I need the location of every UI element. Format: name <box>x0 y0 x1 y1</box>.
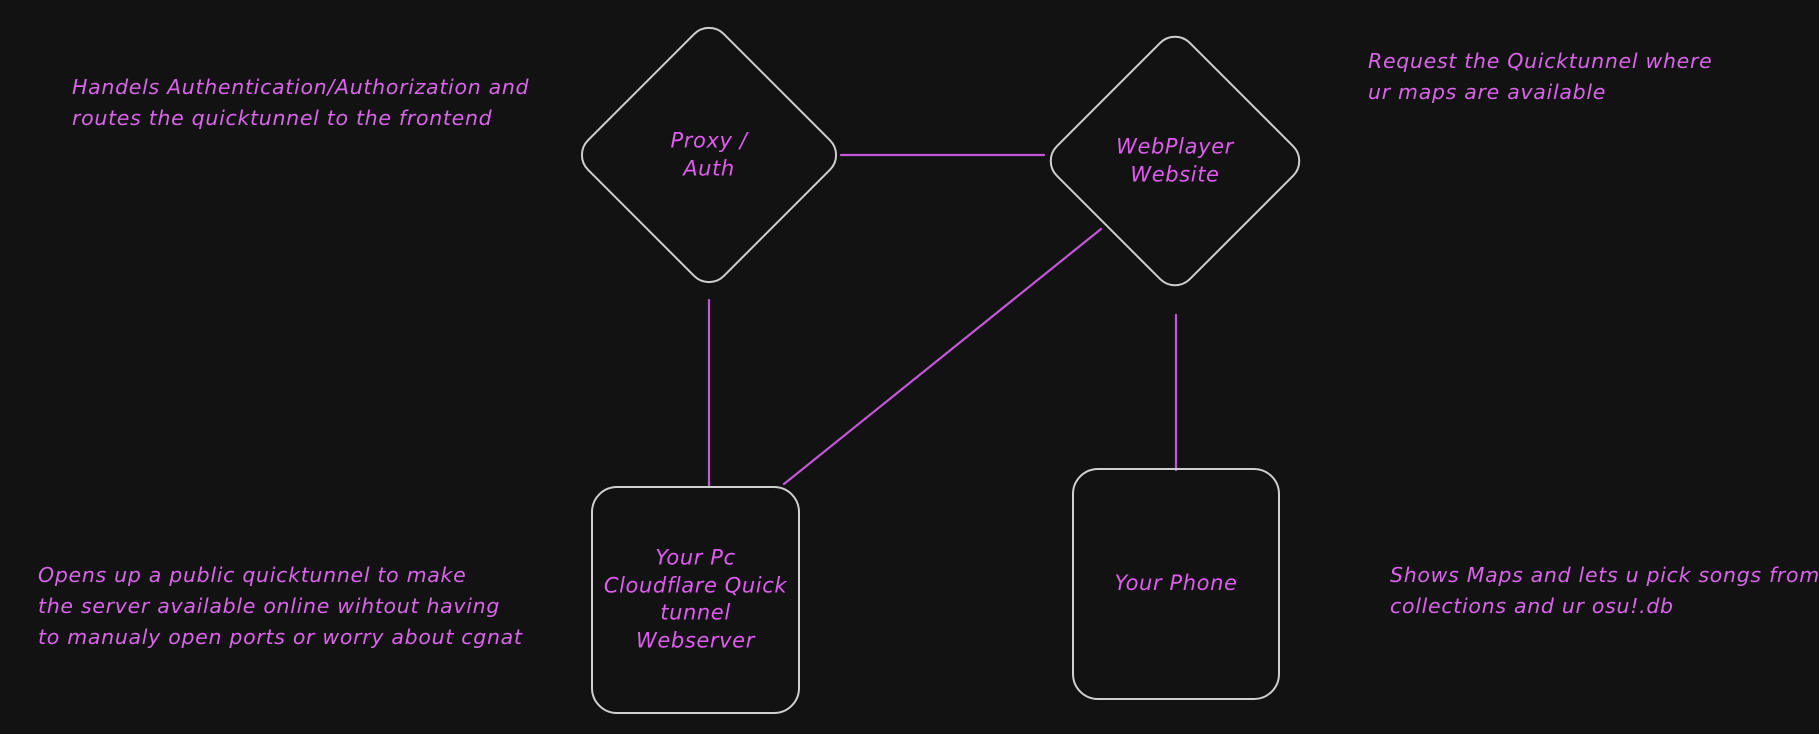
node-your-phone[interactable]: Your Phone <box>1072 468 1280 700</box>
node-your-pc-label: Your Pc Cloudflare Quick tunnel Webserve… <box>603 545 788 653</box>
edge-webplayer-to-pc <box>782 227 1103 486</box>
annotation-your-pc-note: Opens up a public quicktunnel to make th… <box>38 563 523 650</box>
node-webplayer-website-label-wrap: WebPlayer Website <box>1080 66 1270 256</box>
annotation-webplayer-note: Request the Quicktunnel where ur maps ar… <box>1368 49 1713 105</box>
annotation-proxy-auth-note: Handels Authentication/Authorization and… <box>72 75 530 131</box>
node-proxy-auth-label: Proxy / Auth <box>670 128 748 180</box>
node-webplayer-website-label: WebPlayer Website <box>1116 134 1234 186</box>
annotation-your-phone-note: Shows Maps and lets u pick songs from co… <box>1390 563 1819 619</box>
node-your-phone-label: Your Phone <box>1114 571 1238 596</box>
node-proxy-auth-label-wrap: Proxy / Auth <box>612 58 806 252</box>
node-your-pc[interactable]: Your Pc Cloudflare Quick tunnel Webserve… <box>591 486 800 714</box>
